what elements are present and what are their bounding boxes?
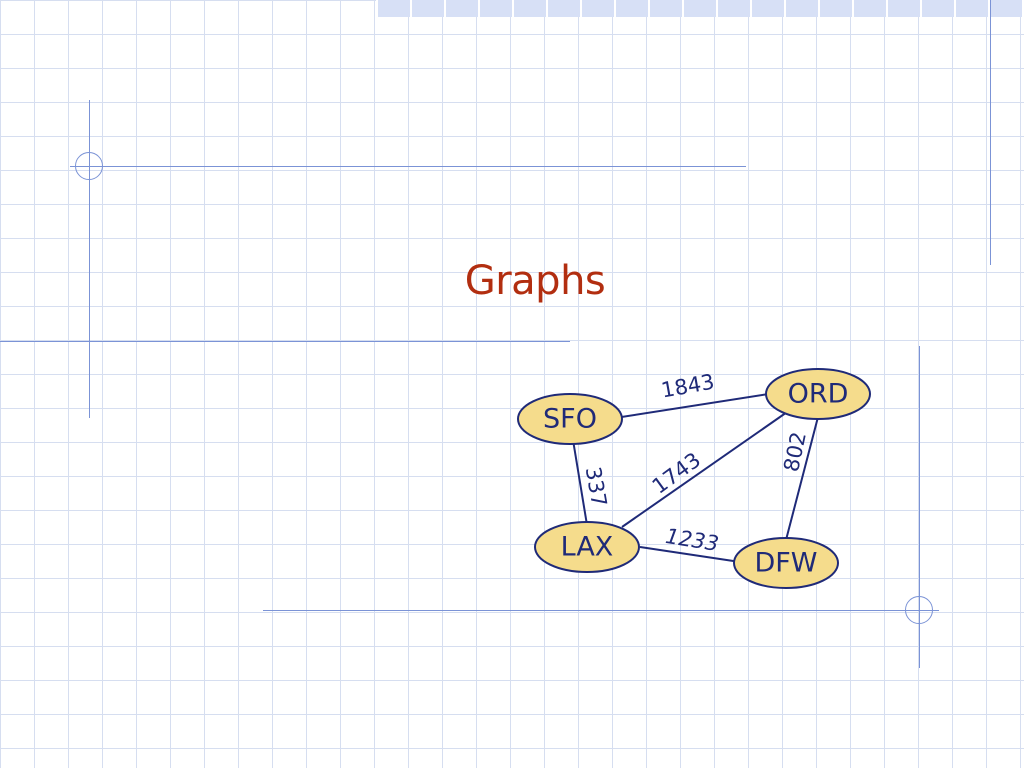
edge-weight-sfo-ord: 1843 — [659, 370, 716, 403]
node-label-ord: ORD — [788, 379, 849, 410]
node-sfo: SFO — [517, 393, 623, 445]
node-label-lax: LAX — [561, 532, 614, 563]
node-label-sfo: SFO — [543, 404, 597, 435]
edge-weight-ord-dfw: 802 — [779, 430, 811, 474]
edge-weight-sfo-lax: 337 — [581, 465, 612, 509]
upper-left-corner-circle — [75, 152, 103, 180]
right-bottom-vertical-rule — [919, 346, 920, 668]
node-ord: ORD — [765, 368, 871, 420]
middle-horizontal-rule — [0, 341, 570, 342]
lower-horizontal-rule — [263, 610, 939, 611]
edge-sfo-ord — [614, 392, 776, 419]
edge-ord-dfw — [785, 416, 819, 541]
slide-title: Graphs — [464, 258, 606, 304]
node-lax: LAX — [534, 521, 640, 573]
node-dfw: DFW — [733, 537, 839, 589]
edge-lax-ord — [621, 409, 791, 528]
edge-weight-lax-ord: 1743 — [648, 448, 705, 499]
upper-horizontal-rule — [70, 166, 746, 167]
edge-lax-dfw — [639, 546, 741, 563]
lower-right-corner-circle — [905, 596, 933, 624]
left-vertical-rule — [89, 100, 90, 418]
edge-sfo-lax — [572, 439, 588, 526]
header-band — [376, 0, 1024, 17]
right-top-vertical-rule — [990, 0, 991, 265]
node-label-dfw: DFW — [754, 548, 817, 579]
